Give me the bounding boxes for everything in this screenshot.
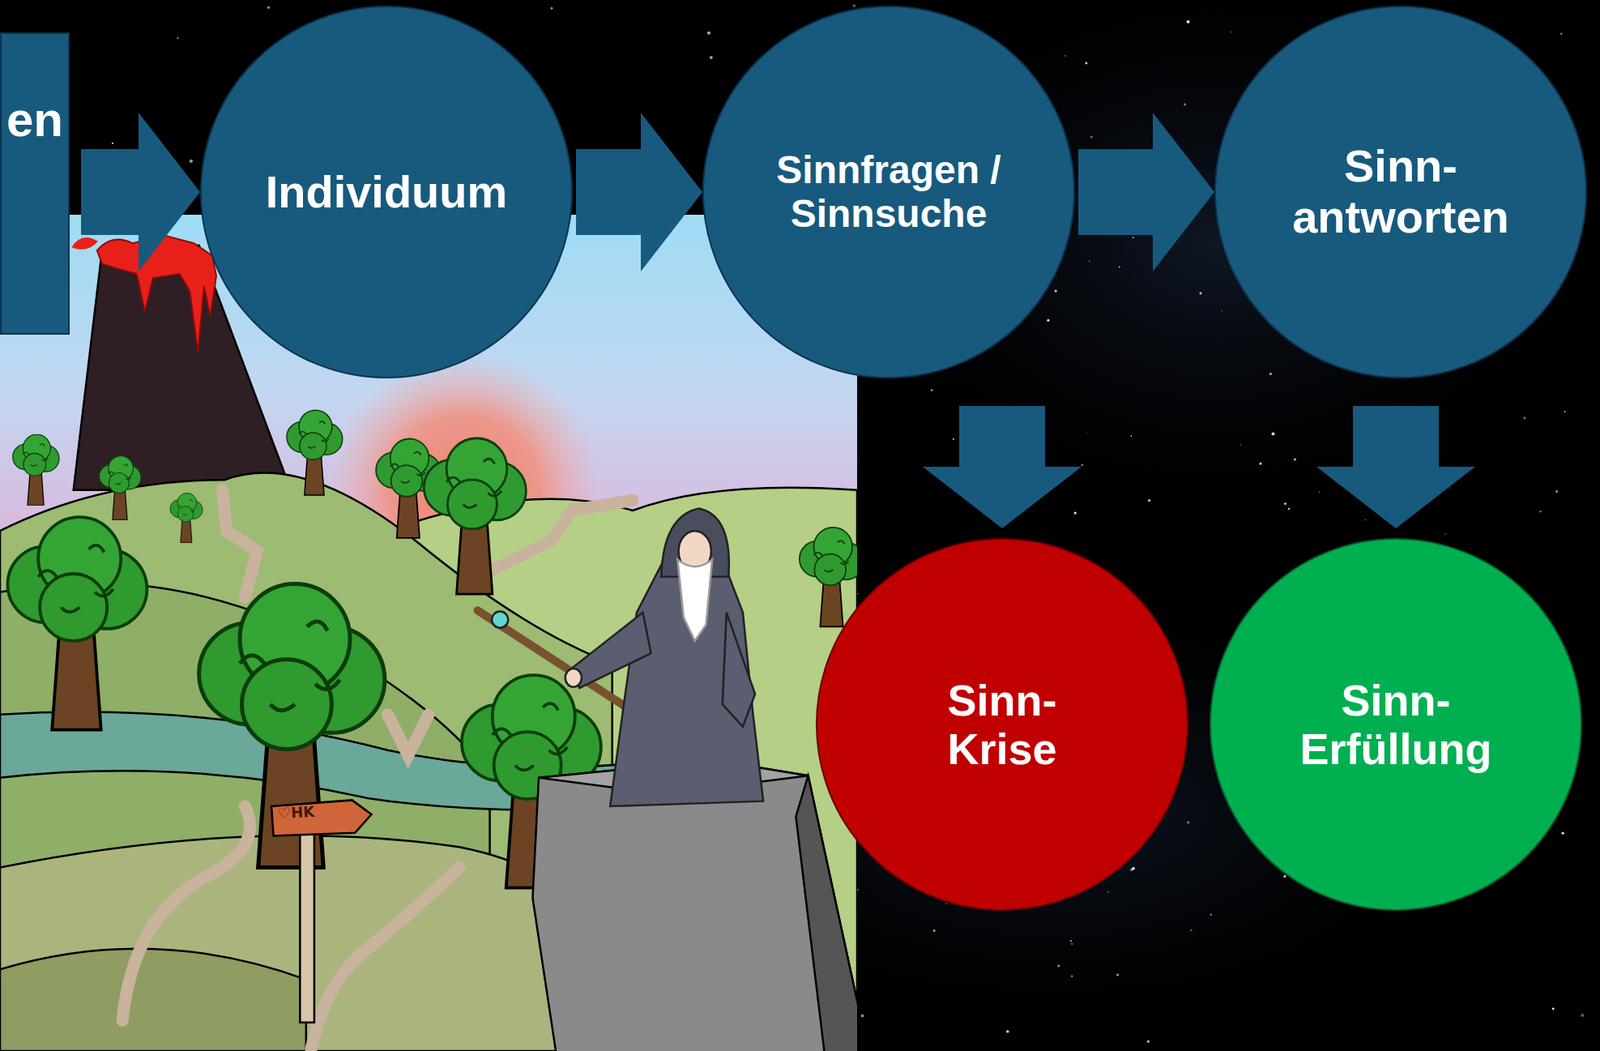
star	[1318, 491, 1320, 493]
block-arrow	[1316, 405, 1476, 529]
star	[1283, 874, 1286, 878]
star	[1552, 1006, 1555, 1010]
star	[1230, 31, 1232, 33]
star	[933, 929, 935, 931]
star	[1183, 102, 1187, 106]
star	[1284, 502, 1287, 505]
star	[1130, 435, 1133, 437]
star	[853, 4, 857, 8]
partial-box: en	[0, 32, 70, 335]
star	[1147, 1039, 1151, 1043]
star	[1288, 507, 1290, 510]
star	[550, 7, 554, 10]
star	[709, 55, 713, 60]
star	[1116, 972, 1119, 976]
star	[1580, 1013, 1584, 1017]
star	[1198, 291, 1202, 295]
fulfilment-circle: Sinn- Erfüllung	[1209, 537, 1583, 911]
star	[1210, 913, 1212, 916]
star	[111, 142, 114, 145]
block-arrow	[81, 112, 201, 272]
star	[1523, 417, 1527, 420]
star	[952, 438, 955, 440]
star	[1054, 289, 1058, 292]
star	[1046, 319, 1050, 322]
star	[945, 902, 948, 905]
star	[1259, 462, 1263, 466]
star	[1070, 975, 1073, 978]
star	[1190, 929, 1193, 932]
star	[1118, 265, 1121, 268]
star	[1147, 499, 1151, 502]
star	[1090, 136, 1093, 139]
block-arrow	[1078, 112, 1215, 272]
star	[189, 159, 193, 163]
star	[1271, 431, 1276, 436]
node-text: en	[6, 92, 64, 147]
stage-circle: Individuum	[200, 5, 573, 379]
node-text: Sinn- Erfüllung	[1278, 675, 1514, 774]
star	[1449, 487, 1451, 489]
wizard	[477, 507, 764, 806]
star	[930, 388, 933, 391]
star	[1074, 512, 1077, 515]
star	[1240, 443, 1242, 445]
stage-circle: Sinnfragen / Sinnsuche	[702, 5, 1076, 379]
star	[861, 1014, 865, 1018]
star	[1107, 891, 1109, 892]
star	[1444, 533, 1447, 535]
signpost	[271, 799, 372, 1022]
star	[1186, 20, 1191, 24]
node-text: Sinn- antworten	[1279, 140, 1523, 243]
star	[177, 37, 180, 39]
sign-text: ♡HK	[277, 802, 315, 822]
star	[1564, 410, 1566, 413]
star	[1364, 518, 1366, 521]
block-arrow	[922, 405, 1082, 529]
node-text: Sinnfragen / Sinnsuche	[767, 148, 1011, 236]
star	[857, 593, 858, 594]
star	[1561, 832, 1564, 835]
node-text: Sinn- Krise	[904, 675, 1100, 774]
star	[1293, 457, 1297, 461]
star	[1057, 964, 1060, 967]
star	[1186, 820, 1191, 824]
star	[1081, 464, 1084, 466]
node-text: Individuum	[265, 166, 508, 218]
star	[1131, 866, 1135, 871]
star	[1220, 310, 1223, 312]
star	[1070, 942, 1073, 945]
block-arrow	[576, 112, 703, 272]
star	[1269, 372, 1272, 376]
star	[267, 6, 270, 9]
star	[1064, 55, 1067, 57]
star	[707, 31, 711, 35]
star	[1070, 939, 1072, 942]
star	[1555, 490, 1558, 493]
star	[1539, 510, 1541, 512]
crisis-circle: Sinn- Krise	[815, 537, 1189, 911]
star	[1084, 62, 1088, 65]
star	[1560, 33, 1562, 35]
star	[1086, 431, 1088, 433]
star	[1088, 260, 1090, 262]
stage-circle: Sinn- antworten	[1214, 5, 1588, 379]
star	[1132, 236, 1135, 239]
star	[1006, 1029, 1010, 1033]
